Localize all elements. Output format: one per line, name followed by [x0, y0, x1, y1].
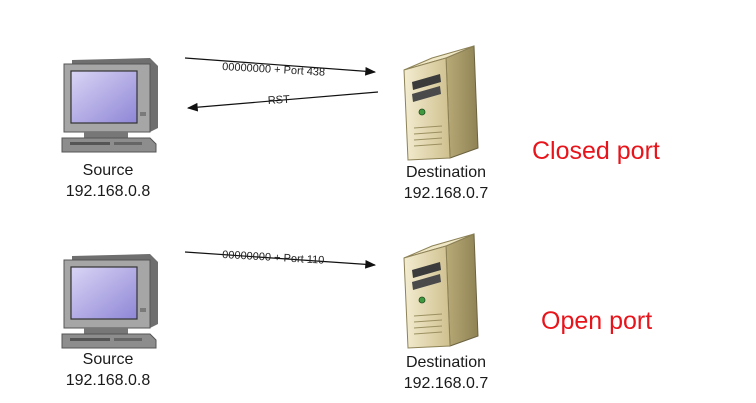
desktop-computer-icon	[61, 253, 159, 349]
destination-label: Destination 192.168.0.7	[386, 162, 506, 204]
destination-label: Destination 192.168.0.7	[386, 352, 506, 394]
source-label: Source 192.168.0.8	[48, 349, 168, 391]
response-arrow	[186, 91, 379, 112]
source-label: Source 192.168.0.8	[48, 160, 168, 202]
source-ip: 192.168.0.8	[65, 183, 151, 200]
destination-name: Destination	[405, 164, 487, 181]
server-icon	[403, 233, 479, 349]
request-label: 00000000 + Port 438	[222, 61, 326, 79]
destination-ip: 192.168.0.7	[403, 185, 489, 202]
destination-name: Destination	[405, 354, 487, 371]
request-label: 00000000 + Port 110	[222, 249, 325, 267]
source-name: Source	[82, 351, 134, 368]
source-name: Source	[82, 162, 134, 179]
destination-ip: 192.168.0.7	[403, 375, 489, 392]
request-arrow	[184, 57, 377, 76]
response-label: RST	[267, 94, 290, 107]
open-port-status: Open port	[541, 307, 653, 335]
server-icon	[403, 45, 479, 161]
closed-port-status: Closed port	[532, 137, 660, 165]
source-ip: 192.168.0.8	[65, 372, 151, 389]
request-arrow	[184, 251, 377, 269]
desktop-computer-icon	[61, 57, 159, 153]
